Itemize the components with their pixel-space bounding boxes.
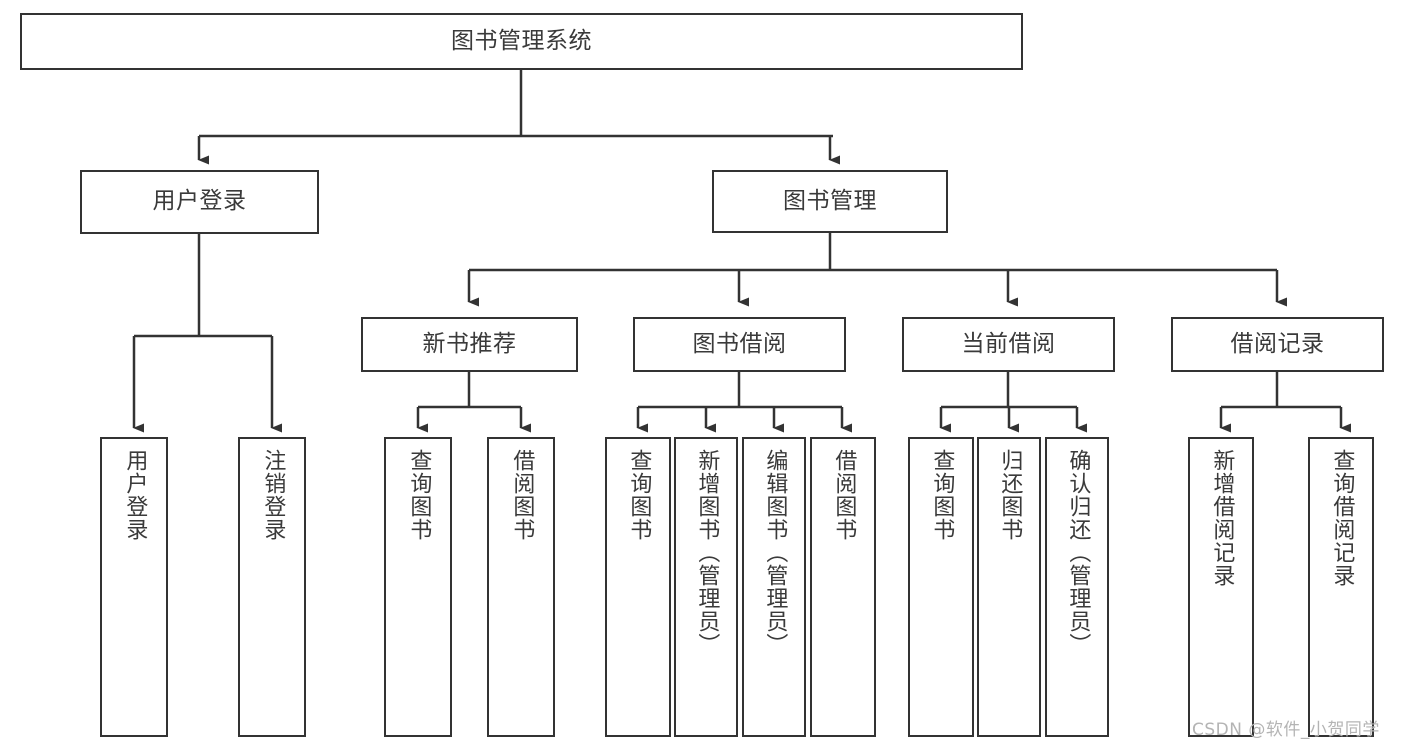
node-leaf-add-book[interactable]: 新增图书（管理员）: [674, 437, 738, 737]
node-leaf-borrow-book-2-label: 借阅图书: [831, 449, 857, 541]
node-current-borrow[interactable]: 当前借阅: [902, 317, 1115, 372]
node-borrow-record-label: 借阅记录: [1230, 330, 1325, 357]
node-leaf-user-login[interactable]: 用户登录: [100, 437, 168, 737]
node-leaf-borrow-book-2[interactable]: 借阅图书: [810, 437, 876, 737]
node-leaf-query-record[interactable]: 查询借阅记录: [1308, 437, 1374, 737]
node-leaf-query-book-2[interactable]: 查询图书: [605, 437, 671, 737]
node-user-login[interactable]: 用户登录: [80, 170, 319, 234]
node-leaf-user-logout[interactable]: 注销登录: [238, 437, 306, 737]
node-leaf-add-record[interactable]: 新增借阅记录: [1188, 437, 1254, 737]
node-leaf-edit-book[interactable]: 编辑图书（管理员）: [742, 437, 806, 737]
node-book-manage[interactable]: 图书管理: [712, 170, 948, 233]
node-leaf-borrow-book-1-label: 借阅图书: [509, 449, 535, 541]
node-leaf-confirm-return-label: 确认归还（管理员）: [1065, 449, 1091, 656]
node-book-borrow[interactable]: 图书借阅: [633, 317, 846, 372]
node-leaf-add-book-label: 新增图书（管理员）: [694, 449, 720, 656]
node-borrow-record[interactable]: 借阅记录: [1171, 317, 1384, 372]
node-leaf-return-book-label: 归还图书: [997, 449, 1023, 541]
node-leaf-user-login-label: 用户登录: [122, 449, 148, 541]
node-leaf-query-book-2-label: 查询图书: [626, 449, 652, 541]
node-leaf-return-book[interactable]: 归还图书: [977, 437, 1041, 737]
node-leaf-query-book-3-label: 查询图书: [929, 449, 955, 541]
node-book-manage-label: 图书管理: [783, 187, 877, 214]
csdn-watermark: CSDN @软件_小贺同学: [1192, 720, 1380, 740]
node-user-login-label: 用户登录: [152, 188, 247, 215]
node-leaf-user-logout-label: 注销登录: [260, 449, 286, 541]
node-leaf-edit-book-label: 编辑图书（管理员）: [762, 449, 788, 656]
node-leaf-query-book-1-label: 查询图书: [406, 449, 432, 541]
node-leaf-query-record-label: 查询借阅记录: [1329, 449, 1355, 587]
node-book-borrow-label: 图书借阅: [692, 330, 787, 357]
node-new-book-rec-label: 新书推荐: [422, 330, 517, 357]
node-leaf-confirm-return[interactable]: 确认归还（管理员）: [1045, 437, 1109, 737]
node-leaf-query-book-3[interactable]: 查询图书: [908, 437, 974, 737]
node-root[interactable]: 图书管理系统: [20, 13, 1023, 70]
node-leaf-add-record-label: 新增借阅记录: [1209, 449, 1235, 587]
node-current-borrow-label: 当前借阅: [961, 330, 1056, 357]
node-new-book-rec[interactable]: 新书推荐: [361, 317, 578, 372]
node-root-label: 图书管理系统: [451, 27, 592, 54]
node-leaf-query-book-1[interactable]: 查询图书: [384, 437, 452, 737]
node-leaf-borrow-book-1[interactable]: 借阅图书: [487, 437, 555, 737]
